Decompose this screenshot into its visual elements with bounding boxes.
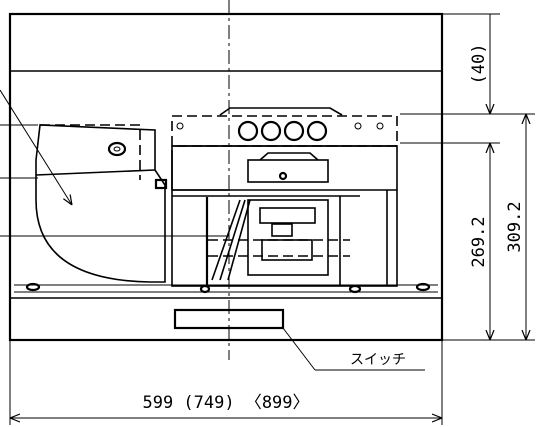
- dimensions-bottom: 599 (749) 〈899〉: [9, 340, 443, 425]
- housing-outline: [8, 12, 444, 342]
- motor-lower-block: [261, 239, 313, 261]
- control-circle-4: [306, 120, 328, 142]
- switch: [173, 308, 285, 330]
- motor-foot-left: [199, 284, 211, 294]
- dimensions-right: (40) 269.2 309.2: [400, 13, 535, 341]
- dim-height-inner: 269.2: [469, 216, 489, 267]
- control-dot-3: [376, 122, 384, 130]
- dim-width: 599 (749) 〈899〉: [142, 393, 309, 413]
- blower-mid-line: [35, 169, 156, 176]
- hood-housing: [8, 12, 444, 342]
- motor-shaft: [271, 223, 293, 237]
- foot-left: [25, 282, 41, 292]
- motor-body: [247, 199, 329, 276]
- control-box: [171, 107, 398, 147]
- control-dot-2: [354, 122, 362, 130]
- control-circle-1: [237, 120, 259, 142]
- blower-screw-inner: [113, 146, 121, 152]
- control-dot-1: [176, 122, 184, 130]
- foot-right: [415, 282, 431, 292]
- dim-offset-top: (40): [469, 44, 489, 85]
- motor-cap: [247, 159, 329, 183]
- switch-group: スイッチ: [173, 308, 425, 371]
- control-circle-3: [283, 120, 305, 142]
- blower-top-dashed: [40, 124, 141, 180]
- motor-foot-right: [348, 284, 362, 294]
- motor-top-block: [259, 207, 316, 224]
- switch-leader: [282, 327, 316, 371]
- control-circle-2: [260, 120, 282, 142]
- blower-screw: [107, 141, 127, 157]
- motor-frame: [171, 145, 398, 287]
- switch-label: スイッチ: [350, 352, 406, 368]
- airflow-arrow: [0, 89, 72, 205]
- motor-cap-bolt: [278, 171, 288, 181]
- blower-clip: [154, 178, 168, 190]
- motor-cap-top: [259, 152, 319, 161]
- motor-unit: [171, 145, 398, 294]
- control-box-top: [219, 107, 343, 116]
- dim-height-total: 309.2: [505, 201, 525, 252]
- leader-lines-left: [0, 89, 229, 237]
- motor-frame-inner: [171, 150, 230, 191]
- blower-outline: [35, 124, 166, 283]
- blower-housing: [35, 124, 168, 283]
